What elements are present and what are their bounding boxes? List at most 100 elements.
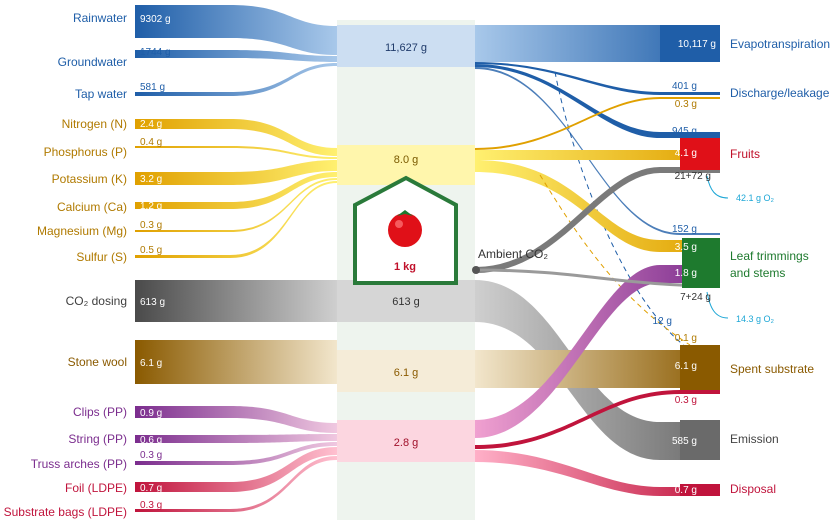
output-nodes [660,25,720,496]
output-flows [472,25,729,496]
flow-evapotranspiration [475,25,720,62]
node-leaf [682,238,720,288]
flow-leaf-nutr [475,160,720,252]
plastics-node [337,420,475,462]
label-sulfur: Sulfur (S) [76,250,127,264]
value-stone-wool: 6.1 g [140,358,162,369]
label-leaf-1: Leaf trimmings [730,249,809,263]
water-node [337,25,475,67]
center-product-value: 1 kg [394,261,416,273]
label-rainwater: Rainwater [73,11,127,25]
value-string: 0.6 g [140,435,162,446]
out-fruit-nutr: 4.1 g [675,148,697,159]
flow-clips [135,406,337,433]
label-disposal: Disposal [730,482,776,496]
center-water-value: 11,627 g [385,42,427,54]
tomato-icon [388,213,422,247]
label-substrate-bags: Substrate bags (LDPE) [4,505,127,519]
flow-substrate-bags [135,456,337,512]
node-disposal [680,484,720,496]
out-fruit-c: 21+72 g [675,171,711,182]
input-values: 9302 g 1744 g 581 g 2.4 g 0.4 g 3.2 g 1.… [140,14,171,511]
value-sulfur: 0.5 g [140,245,162,256]
greenhouse-icon [353,175,458,285]
value-rainwater: 9302 g [140,14,171,25]
center-nodes [337,25,475,462]
label-potassium: Potassium (K) [52,172,127,186]
flow-calcium [135,172,337,209]
output-values: 10,117 g 401 g 0.3 g 945 g 4.1 g 21+72 g… [653,39,716,496]
output-labels: Evapotranspiration Discharge/leakage Fru… [730,37,830,496]
flow-potassium [135,160,337,185]
substrate-node [337,350,475,392]
flow-rainwater [135,5,337,55]
flow-truss [135,442,337,465]
value-groundwater: 1744 g [140,47,171,58]
out-spent-value: 6.1 g [675,361,697,372]
out-leaf-pp: 1.8 g [675,268,697,279]
label-evapotranspiration: Evapotranspiration [730,37,830,51]
label-nitrogen: Nitrogen (N) [62,117,127,131]
label-phosphorus: Phosphorus (P) [44,145,127,159]
flow-magnesium [135,178,337,232]
out-spent-value2: 0.3 g [675,395,697,406]
label-truss: Truss arches (PP) [31,457,127,471]
out-disposal-value: 0.7 g [675,485,697,496]
label-tapwater: Tap water [75,87,127,101]
label-foil: Foil (LDPE) [65,481,127,495]
value-co2-dosing: 613 g [140,297,165,308]
out-discharge-value2: 0.3 g [675,99,697,110]
value-potassium: 3.2 g [140,174,162,185]
flow-emission [475,280,720,460]
label-stone-wool: Stone wool [68,355,127,369]
value-tapwater: 581 g [140,82,165,93]
label-ambient-co2: Ambient CO₂ [478,247,548,261]
out-evap-value: 10,117 g [678,39,716,50]
flow-disposal [475,450,720,496]
out-leaf-c: 7+24 g [680,292,711,303]
flow-sulfur [135,181,337,258]
flow-fruit-nutr [475,150,720,160]
value-phosphorus: 0.4 g [140,137,162,148]
label-magnesium: Magnesium (Mg) [37,224,127,238]
out-leaf-water: 152 g [672,224,697,235]
center-plastics-value: 2.8 g [394,437,418,449]
out-emission-value: 585 g [672,436,697,447]
label-leaf-2: and stems [730,266,785,280]
label-o2-fruit: 42.1 g O₂ [736,193,775,203]
node-fruits [680,138,720,170]
label-discharge: Discharge/leakage [730,86,830,100]
flow-dashed-yellow [539,174,691,346]
value-clips: 0.9 g [140,408,162,419]
value-calcium: 1.2 g [140,201,162,212]
value-substrate-bags: 0.3 g [140,500,162,511]
flow-phosphorus [135,146,337,159]
o2-labels: 42.1 g O₂ 14.3 g O₂ [736,193,775,324]
out-leaf-nutr: 3.5 g [675,242,697,253]
flow-ambient-co2-fruit [475,167,720,273]
label-calcium: Calcium (Ca) [57,200,127,214]
flow-foil [135,447,337,492]
label-12g: 12 g [653,316,672,327]
label-clips: Clips (PP) [73,405,127,419]
center-values: 11,627 g 8.0 g 1 kg 613 g 6.1 g 2.8 g [385,42,427,449]
label-spent-substrate: Spent substrate [730,362,814,376]
ambient-co2-dot [472,266,480,274]
value-magnesium: 0.3 g [140,220,162,231]
input-flows [135,5,337,512]
o2-fruit-arrow [706,175,729,199]
flow-co2-dosing [135,280,337,322]
flow-stone-wool [135,340,337,384]
center-substrate-value: 6.1 g [394,367,418,379]
center-co2-value: 613 g [392,296,420,308]
flow-string [135,434,337,443]
co2-node [337,280,475,322]
o2-leaf-arrow [706,291,729,319]
label-co2-dosing: CO₂ dosing [66,294,127,308]
out-discharge-value: 401 g [672,81,697,92]
input-labels: Rainwater Groundwater Tap water Nitrogen… [4,11,127,519]
label-string: String (PP) [68,432,127,446]
node-evapotranspiration [660,25,720,62]
value-truss: 0.3 g [140,450,162,461]
